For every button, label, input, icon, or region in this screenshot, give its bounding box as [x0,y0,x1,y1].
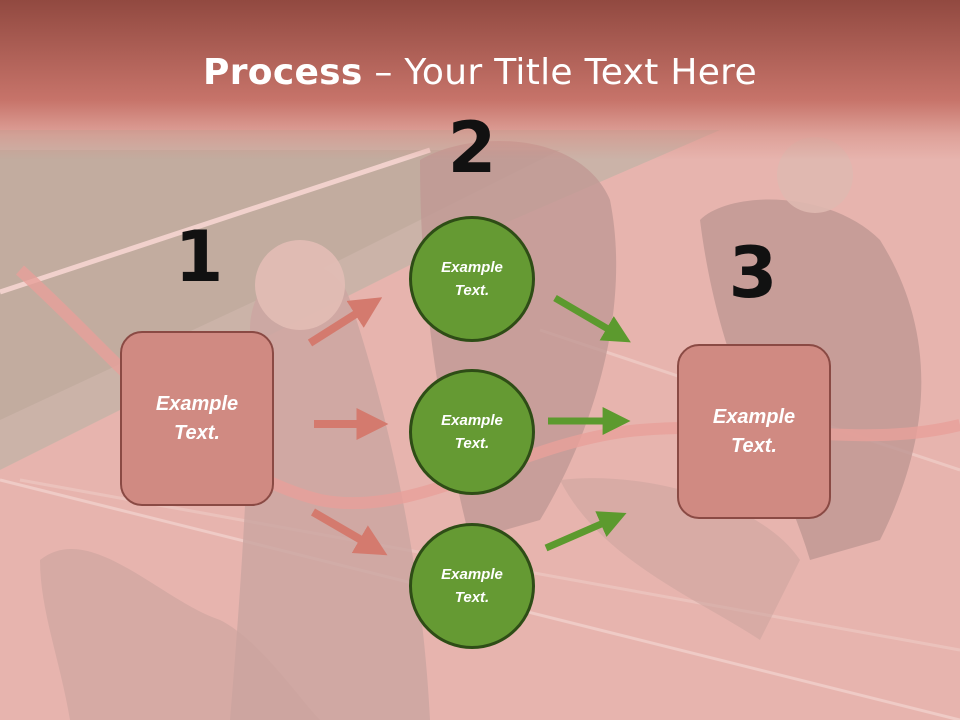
title-bold: Process [203,52,363,93]
title-rest: – Your Title Text Here [362,52,757,93]
circle-top-text: Example Text. [441,259,503,299]
left-box-text: Example Text. [155,392,239,444]
arrow-to-bottom-circle [310,508,388,556]
title-band [0,0,960,160]
left-process-box: Example Text. [120,331,274,506]
arrow-to-top-circle [307,297,383,347]
right-process-box: Example Text. [677,344,831,519]
slide-title: Process – Your Title Text Here [0,52,960,93]
step-number-2: 2 [447,107,497,189]
circle-middle: Example Text. [409,369,535,495]
arrow-from-top-circle [553,294,631,343]
circle-top: Example Text. [409,216,535,342]
circle-bottom: Example Text. [409,523,535,649]
step-number-3: 3 [728,232,778,314]
step-number-1: 1 [174,216,224,298]
circle-middle-text: Example Text. [441,412,503,452]
arrow-from-bottom-circle [544,511,627,552]
circle-bottom-text: Example Text. [441,566,503,606]
right-box-text: Example Text. [712,405,796,457]
